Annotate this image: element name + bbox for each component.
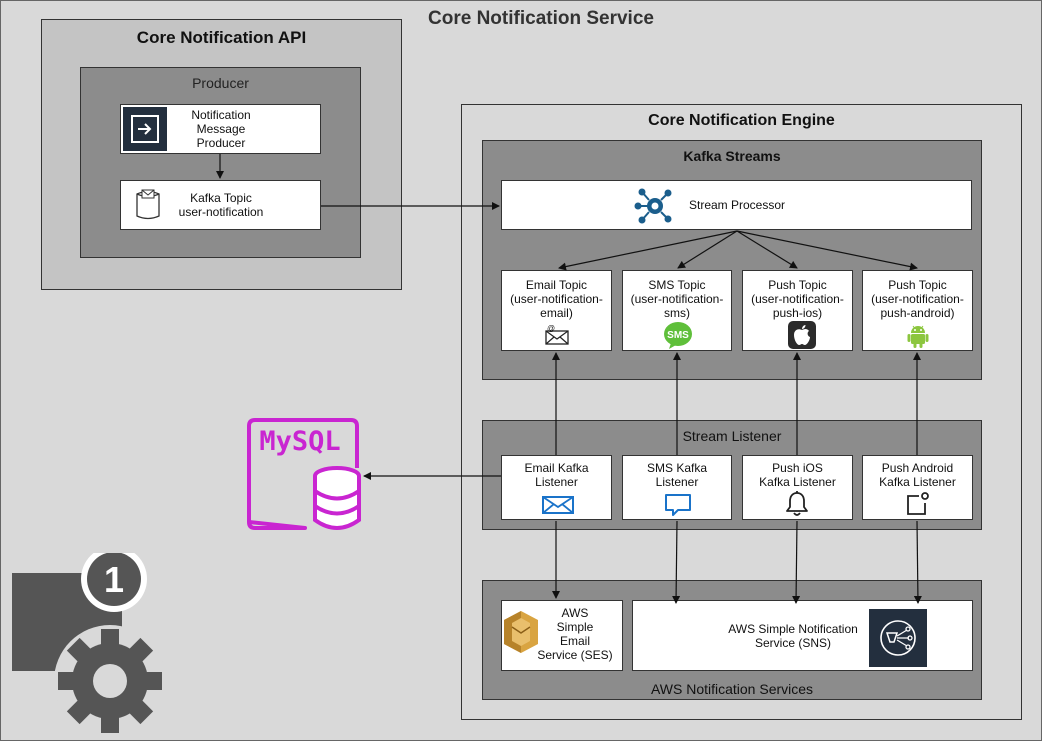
kafka-topic-user-notification[interactable]: Kafka Topic user-notification (120, 180, 321, 230)
email-topic[interactable]: Email Topic (user-notification- email) @ (501, 270, 612, 351)
notification-icon (905, 491, 931, 520)
notification-message-producer[interactable]: Notification Message Producer (120, 104, 321, 154)
mysql-database-icon (245, 418, 367, 537)
envelope-icon (542, 496, 574, 517)
stream-processor-icon (632, 185, 676, 230)
sns-icon (869, 609, 927, 667)
sms-kafka-listener[interactable]: SMS Kafka Listener (622, 455, 732, 520)
push-ios-topic[interactable]: Push Topic (user-notification- push-ios) (742, 270, 853, 351)
android-icon (905, 323, 931, 352)
sms-listener-label: SMS Kafka Listener (646, 461, 708, 489)
android-listener-label: Push Android Kafka Listener (879, 461, 956, 489)
email-listener-label: Email Kafka Listener (524, 461, 589, 489)
push-ios-kafka-listener[interactable]: Push iOS Kafka Listener (742, 455, 853, 520)
push-ios-topic-label: Push Topic (user-notification- push-ios) (751, 278, 844, 320)
push-android-topic-label: Push Topic (user-notification- push-andr… (871, 278, 964, 320)
engine-title: Core Notification Engine (648, 112, 835, 129)
svg-text:1: 1 (104, 559, 124, 600)
aws-notification-services-label: AWS Notification Services (650, 681, 814, 697)
ios-listener-label: Push iOS Kafka Listener (759, 461, 836, 489)
producer-label: Producer (192, 75, 249, 91)
document-settings-icon: 1 (10, 546, 170, 738)
email-topic-label: Email Topic (user-notification- email) (510, 278, 603, 320)
kafka-topic-icon (135, 188, 161, 225)
svg-text:@: @ (547, 324, 555, 333)
apple-icon (787, 321, 817, 352)
chat-icon (664, 493, 692, 520)
ses-label: AWS Simple Email Service (SES) (537, 606, 613, 662)
aws-sns[interactable]: AWS Simple Notification Service (SNS) (632, 600, 973, 671)
kafka-topic-label: Kafka Topic user-notification (178, 191, 264, 219)
stream-processor[interactable]: Stream Processor (501, 180, 972, 230)
api-title: Core Notification API (136, 28, 307, 47)
producer-arrow-icon (123, 107, 167, 151)
email-kafka-listener[interactable]: Email Kafka Listener (501, 455, 612, 520)
stream-processor-label: Stream Processor (689, 198, 786, 212)
svg-text:SMS: SMS (667, 330, 689, 341)
push-android-topic[interactable]: Push Topic (user-notification- push-andr… (862, 270, 973, 351)
sns-label: AWS Simple Notification Service (SNS) (728, 622, 858, 650)
mysql-label: MySQL (259, 426, 341, 457)
email-at-icon: @ (544, 324, 570, 349)
stream-listener-label: Stream Listener (682, 428, 782, 444)
kafka-streams-label: Kafka Streams (683, 148, 781, 164)
ses-icon (502, 609, 540, 658)
message-producer-label: Notification Message Producer (191, 108, 251, 150)
bell-icon (785, 490, 809, 521)
service-title: Core Notification Service (428, 8, 654, 29)
push-android-kafka-listener[interactable]: Push Android Kafka Listener (862, 455, 973, 520)
sms-topic-label: SMS Topic (user-notification- sms) (630, 278, 724, 320)
sms-topic[interactable]: SMS Topic (user-notification- sms) SMS (622, 270, 732, 351)
aws-ses[interactable]: AWS Simple Email Service (SES) (501, 600, 623, 671)
sms-icon: SMS (663, 321, 693, 352)
